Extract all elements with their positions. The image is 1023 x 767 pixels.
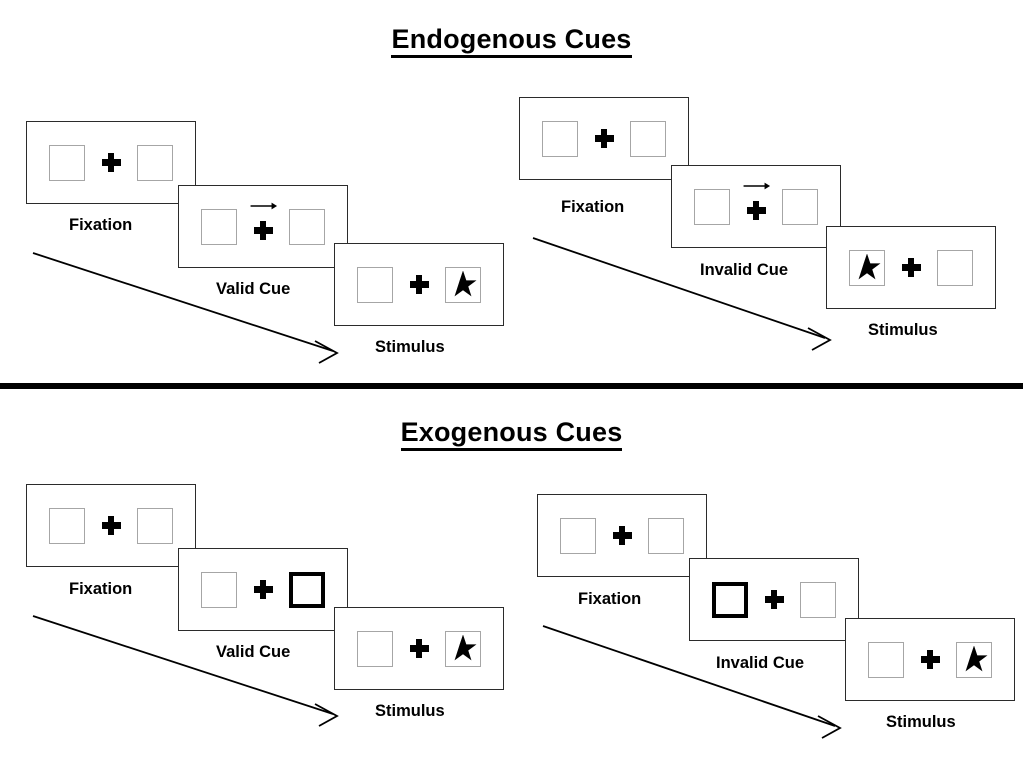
right-box bbox=[800, 581, 836, 618]
right-box bbox=[782, 188, 818, 225]
center-column bbox=[85, 503, 137, 549]
right-box bbox=[937, 249, 973, 286]
panel-content bbox=[27, 503, 195, 549]
panel-endogenous-valid-cue[interactable] bbox=[178, 185, 348, 268]
panel-exogenous-invalid-cue[interactable] bbox=[689, 558, 859, 641]
panel-content bbox=[538, 513, 706, 559]
center-column bbox=[748, 577, 800, 623]
left-box bbox=[201, 208, 237, 245]
panel-content bbox=[27, 140, 195, 186]
fixation-cross-icon bbox=[764, 590, 784, 609]
panel-exogenous-valid-fixation[interactable] bbox=[26, 484, 196, 567]
fixation-cross-icon bbox=[594, 129, 614, 148]
center-column bbox=[393, 626, 445, 672]
label-exogenous-valid-fixation: Fixation bbox=[69, 580, 133, 598]
section-title-endogenous: Endogenous Cues bbox=[0, 24, 1023, 58]
left-box bbox=[560, 517, 596, 554]
left-box bbox=[49, 144, 85, 181]
label-exogenous-valid-cue: Valid Cue bbox=[216, 643, 291, 661]
panel-endogenous-invalid-cue[interactable] bbox=[671, 165, 841, 248]
label-exogenous-invalid-fixation: Fixation bbox=[578, 590, 642, 608]
fixation-cross-icon bbox=[409, 275, 429, 294]
panel-content bbox=[179, 202, 347, 250]
fixation-cross-icon bbox=[612, 526, 632, 545]
section-divider bbox=[0, 383, 1023, 389]
section-title-exogenous-text: Exogenous Cues bbox=[400, 417, 623, 451]
fixation-cross-icon bbox=[920, 650, 940, 669]
center-column bbox=[885, 245, 937, 291]
label-endogenous-valid-stimulus: Stimulus bbox=[375, 338, 445, 356]
left-box bbox=[694, 188, 730, 225]
left-box bbox=[49, 507, 85, 544]
panel-endogenous-invalid-stimulus[interactable] bbox=[826, 226, 996, 309]
star-icon bbox=[965, 645, 988, 672]
fixation-cross-icon bbox=[101, 516, 121, 535]
fixation-cross-icon bbox=[101, 153, 121, 172]
fixation-cross-icon bbox=[901, 258, 921, 277]
center-column bbox=[237, 567, 289, 613]
center-column bbox=[237, 202, 289, 250]
label-exogenous-invalid-cue: Invalid Cue bbox=[716, 654, 805, 672]
right-box-target bbox=[956, 641, 992, 678]
panel-content bbox=[672, 182, 840, 230]
panel-endogenous-invalid-fixation[interactable] bbox=[519, 97, 689, 180]
star-icon bbox=[454, 270, 477, 297]
center-column bbox=[730, 182, 782, 230]
section-title-exogenous: Exogenous Cues bbox=[0, 417, 1023, 451]
center-column bbox=[85, 140, 137, 186]
center-column bbox=[393, 262, 445, 308]
right-box-target bbox=[445, 630, 481, 667]
label-exogenous-invalid-stimulus: Stimulus bbox=[886, 713, 956, 731]
label-exogenous-valid-stimulus: Stimulus bbox=[375, 702, 445, 720]
left-box-target bbox=[849, 249, 885, 286]
right-box-cued bbox=[289, 571, 325, 608]
right-box bbox=[648, 517, 684, 554]
panel-content bbox=[690, 577, 858, 623]
center-column bbox=[578, 116, 630, 162]
label-endogenous-valid-cue: Valid Cue bbox=[216, 280, 291, 298]
center-column bbox=[596, 513, 648, 559]
right-box bbox=[630, 120, 666, 157]
left-box bbox=[357, 266, 393, 303]
left-box bbox=[868, 641, 904, 678]
center-column bbox=[904, 637, 956, 683]
left-box bbox=[357, 630, 393, 667]
label-endogenous-invalid-fixation: Fixation bbox=[561, 198, 625, 216]
star-icon bbox=[858, 253, 881, 280]
fixation-cross-icon bbox=[409, 639, 429, 658]
label-endogenous-invalid-cue: Invalid Cue bbox=[700, 261, 789, 279]
star-icon bbox=[454, 634, 477, 661]
right-box bbox=[137, 144, 173, 181]
panel-endogenous-valid-fixation[interactable] bbox=[26, 121, 196, 204]
label-endogenous-invalid-stimulus: Stimulus bbox=[868, 321, 938, 339]
fixation-cross-icon bbox=[253, 580, 273, 599]
fixation-cross-icon bbox=[253, 221, 273, 240]
timeline-arrow-endogenous-invalid bbox=[532, 237, 832, 351]
label-endogenous-valid-fixation: Fixation bbox=[69, 216, 133, 234]
left-box bbox=[201, 571, 237, 608]
panel-endogenous-valid-stimulus[interactable] bbox=[334, 243, 504, 326]
panel-exogenous-valid-stimulus[interactable] bbox=[334, 607, 504, 690]
panel-exogenous-valid-cue[interactable] bbox=[178, 548, 348, 631]
cue-direction-arrow-right-icon bbox=[250, 202, 278, 209]
right-box bbox=[289, 208, 325, 245]
left-box bbox=[542, 120, 578, 157]
left-box-cued bbox=[712, 581, 748, 618]
panel-exogenous-invalid-stimulus[interactable] bbox=[845, 618, 1015, 701]
fixation-cross-icon bbox=[746, 201, 766, 220]
panel-content bbox=[335, 626, 503, 672]
panel-content bbox=[827, 245, 995, 291]
section-title-endogenous-text: Endogenous Cues bbox=[391, 24, 632, 58]
cue-direction-arrow-right-icon bbox=[743, 182, 771, 189]
right-box-target bbox=[445, 266, 481, 303]
panel-exogenous-invalid-fixation[interactable] bbox=[537, 494, 707, 577]
panel-content bbox=[179, 567, 347, 613]
right-box bbox=[137, 507, 173, 544]
panel-content bbox=[520, 116, 688, 162]
panel-content bbox=[846, 637, 1014, 683]
panel-content bbox=[335, 262, 503, 308]
